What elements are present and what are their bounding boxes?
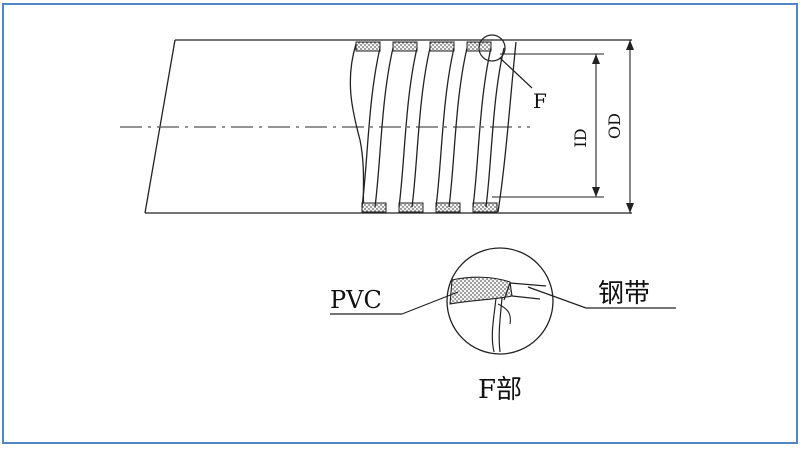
f-leader-line [499, 57, 533, 89]
od-dimension [626, 40, 634, 213]
f-detail-marker [478, 34, 506, 62]
pvc-leader [330, 291, 459, 315]
f-section-detail [446, 247, 554, 355]
pvc-bands-bottom [361, 202, 498, 213]
steel-strip-ribs [361, 47, 505, 208]
pvc-label: PVC [330, 286, 382, 314]
steel-strip-leader [527, 286, 676, 309]
pvc-bands-top [355, 41, 492, 52]
hose-right-end [497, 41, 517, 213]
steel-strip-label: 钢带 [598, 279, 650, 309]
f-marker-label: F [533, 89, 547, 113]
diagram-frame [2, 3, 798, 444]
id-dimension [492, 53, 604, 198]
f-section-caption: F部 [478, 375, 522, 405]
id-dimension-label: ID [571, 128, 590, 147]
od-dimension-label: OD [605, 113, 624, 139]
